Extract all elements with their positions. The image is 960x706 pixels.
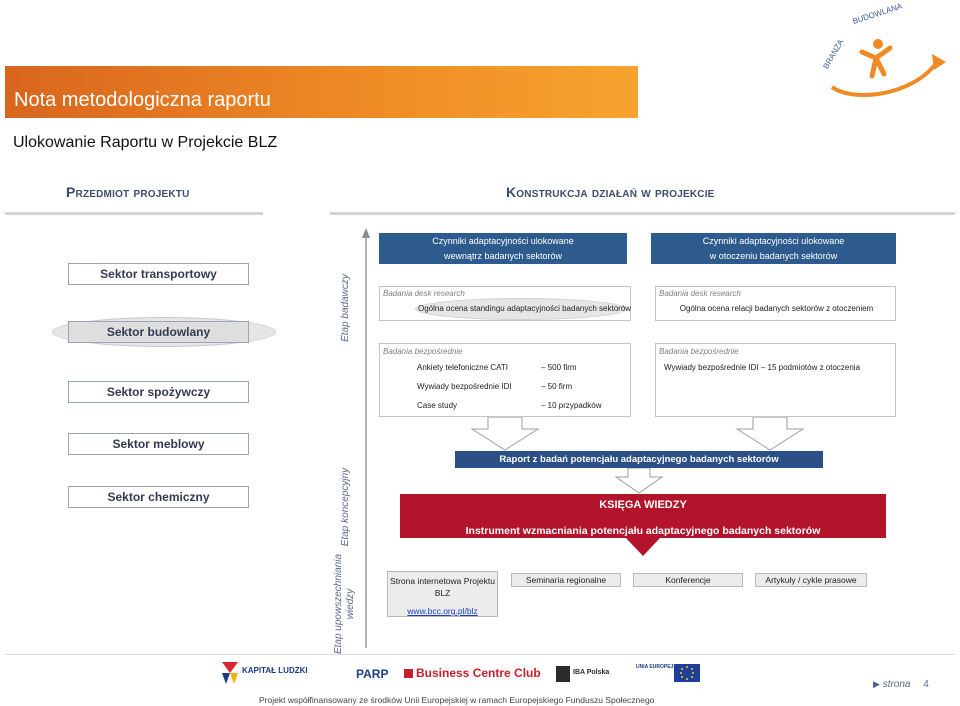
logo-kapital-ludzki: KAPITAŁ LUDZKI <box>222 662 332 686</box>
direct-research-internal-panel: Badania bezpośrednie Ankiety telefoniczn… <box>379 343 631 417</box>
logo-bcc: Business Centre Club <box>404 666 541 682</box>
logo-parp: PARP <box>356 667 389 681</box>
direct-row-value: – 500 firm <box>541 363 577 372</box>
column-header-external-line2: w otoczeniu badanych sektorów <box>709 251 838 261</box>
stage-conceptual-label: Etap koncepcyjny <box>340 467 351 547</box>
kapital-ludzki-icon <box>222 662 238 684</box>
eu-flag-stars <box>680 666 694 680</box>
sector-furniture: Sektor meblowy <box>68 433 249 455</box>
knowledge-book-title: KSIĘGA WIEDZY <box>599 499 687 511</box>
desk-research-internal-highlight <box>415 298 627 320</box>
timeline-axis <box>361 228 371 648</box>
brand-logo-text-b: BUDOWLANA <box>851 2 903 26</box>
section-rule-left <box>5 212 263 215</box>
direct-row-name: Wywiady bezpośrednie IDI <box>417 382 512 391</box>
seminars-box: Seminaria regionalne <box>511 573 621 587</box>
down-arrow-icon <box>614 467 664 494</box>
direct-row-value: – 50 firm <box>541 382 573 391</box>
column-header-internal-line2: wewnątrz badanych sektorów <box>443 251 563 261</box>
direct-research-external-label: Badania bezpośrednie <box>659 347 739 356</box>
page-word: strona <box>882 679 911 690</box>
column-header-external-line1: Czynniki adaptacyjności ulokowane <box>702 236 845 246</box>
direct-research-external-text: Wywiady bezpośrednie IDI – 15 podmiotów … <box>664 363 861 372</box>
down-arrow-graphic <box>614 467 664 494</box>
desk-research-external-label: Badania desk research <box>659 289 741 298</box>
sector-transport: Sektor transportowy <box>68 263 249 285</box>
section-title-left: Przedmiot projektu <box>66 184 190 200</box>
conferences-box: Konferencje <box>633 573 743 587</box>
desk-research-external-panel: Badania desk research Ogólna ocena relac… <box>655 286 896 321</box>
direct-research-external-panel: Badania bezpośrednie Wywiady bezpośredni… <box>655 343 896 417</box>
logo-iba-mark <box>556 666 570 682</box>
timeline-axis-graphic <box>362 228 370 648</box>
sector-chemical: Sektor chemiczny <box>68 486 249 508</box>
desk-research-internal-label: Badania desk research <box>383 289 465 298</box>
logo-iba: IBA Polska <box>556 664 616 686</box>
logo-iba-text: IBA Polska <box>573 669 610 676</box>
direct-row-value: – 10 przypadków <box>541 401 602 410</box>
direct-research-internal-label: Badania bezpośrednie <box>383 347 463 356</box>
sector-food: Sektor spożywczy <box>68 381 249 403</box>
sector-construction: Sektor budowlany <box>68 321 249 343</box>
stage-research-label: Etap badawczy <box>340 274 351 342</box>
logo-kapital-ludzki-text: KAPITAŁ LUDZKI <box>242 666 308 675</box>
column-header-internal-line1: Czynniki adaptacyjności ulokowane <box>432 236 574 246</box>
knowledge-book-subtitle: Instrument wzmacniania potencjału adapta… <box>465 525 821 537</box>
stage-dissemination-label: Etap upowszechniania wiedzy <box>333 553 356 655</box>
logo-bcc-mark <box>404 669 413 678</box>
website-link[interactable]: www.bcc.org.pl/blz <box>407 606 478 616</box>
title-banner: Nota metodologiczna raportu <box>5 66 638 118</box>
section-title-right: Konstrukcja działań w projekcie <box>506 184 715 200</box>
desk-research-internal-panel: Badania desk research Ogólna ocena stand… <box>379 286 631 321</box>
column-header-external: Czynniki adaptacyjności ulokowane w otoc… <box>651 233 896 264</box>
down-arrow-icon <box>735 416 805 451</box>
brand-logo-text-a: BRANŻA <box>821 37 845 70</box>
page-subtitle: Ulokowanie Raportu w Projekcie BLZ <box>13 134 278 151</box>
down-arrow-icon <box>470 416 540 451</box>
logo-eu: UNIA EUROPEJSKA <box>636 662 702 686</box>
direct-row-name: Case study <box>417 401 458 410</box>
down-arrow-graphic <box>470 416 540 451</box>
footer-rule <box>5 654 955 655</box>
down-arrow-graphic <box>735 416 805 451</box>
desk-research-internal-text: Ogólna ocena standingu adaptacyjności ba… <box>418 304 632 313</box>
page-number: 4 <box>923 679 929 690</box>
brand-logo: BRANŻA BUDOWLANA <box>812 1 952 102</box>
knowledge-book: KSIĘGA WIEDZY Instrument wzmacniania pot… <box>400 494 886 556</box>
funding-note: Projekt współfinansowany ze środków Unii… <box>259 695 655 705</box>
play-icon: ▶ <box>873 679 880 689</box>
logo-eu-text: UNIA EUROPEJSKA <box>636 664 684 670</box>
page-indicator: ▶ strona 4 <box>873 679 953 693</box>
direct-row-name: Ankiety telefoniczne CATI <box>417 363 509 372</box>
brand-logo-graphic: BRANŻA BUDOWLANA <box>821 1 946 97</box>
eu-flag-icon <box>674 664 700 682</box>
report-bar: Raport z badań potencjału adaptacyjnego … <box>455 451 823 468</box>
section-rule-right <box>330 212 955 215</box>
articles-box: Artykuły / cykle prasowe <box>755 573 867 587</box>
page-title: Nota metodologiczna raportu <box>14 89 271 111</box>
logo-bcc-text: Business Centre Club <box>416 666 541 680</box>
website-label: Strona internetowa Projektu BLZ <box>390 576 495 598</box>
column-header-internal: Czynniki adaptacyjności ulokowane wewnąt… <box>379 233 627 264</box>
website-box: Strona internetowa Projektu BLZ www.bcc.… <box>387 571 498 617</box>
knowledge-book-shape <box>400 494 886 556</box>
desk-research-external-text: Ogólna ocena relacji badanych sektorów z… <box>679 304 874 313</box>
